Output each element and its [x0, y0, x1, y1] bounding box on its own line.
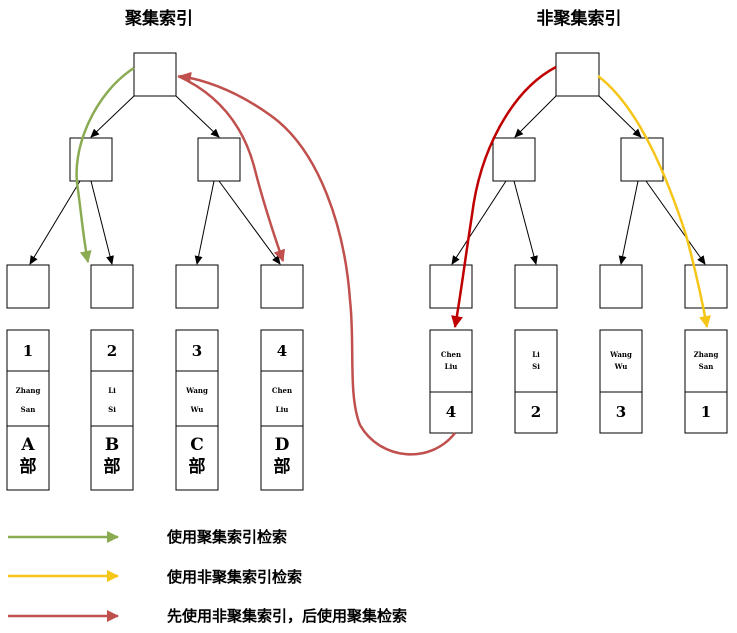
legend: 使用聚集索引检索 使用非聚集索引检索 先使用非聚集索引，后使用聚集检索 — [8, 528, 407, 625]
record-name-last: Wu — [190, 405, 204, 414]
legend-label: 使用非聚集索引检索 — [166, 568, 302, 586]
record-name-first: Chen — [272, 386, 292, 395]
nonclustered-record-box — [514, 329, 558, 434]
clustered-record-box — [260, 329, 304, 491]
record-id: 2 — [531, 403, 541, 421]
clustered-search-path — [75, 66, 135, 263]
record-name-first: Wang — [185, 386, 208, 395]
clustered-record-box — [6, 329, 50, 491]
nonclustered-record-texts: Chen Liu 4 Li Si 2 Wang Wu 3 Zhang San 1 — [441, 350, 719, 421]
record-dept-suffix: 部 — [274, 456, 291, 477]
tree-edge — [618, 180, 639, 265]
clustered-root-node — [133, 52, 177, 97]
record-name-last: Wu — [614, 362, 628, 371]
record-id: 4 — [446, 403, 456, 421]
nonclustered-leaf-node — [684, 264, 728, 309]
record-name-last: Liu — [445, 362, 458, 371]
clustered-record-box — [90, 329, 134, 491]
record-name-last: Liu — [276, 405, 289, 414]
legend-label: 使用聚集索引检索 — [166, 528, 287, 546]
record-id: 4 — [277, 342, 287, 360]
record-dept-letter: A — [20, 435, 35, 455]
tree-edge — [513, 180, 538, 265]
clustered-records — [6, 329, 304, 491]
record-id: 1 — [701, 403, 711, 421]
record-dept-suffix: 部 — [189, 456, 206, 477]
clustered-leaf-node — [175, 264, 219, 309]
record-name-first: Li — [532, 350, 540, 359]
record-dept-suffix: 部 — [20, 456, 37, 477]
nonclustered-leaf-node — [429, 264, 473, 309]
record-name-first: Wang — [609, 350, 632, 359]
clustered-record-texts: 1 Zhang San A 部 2 Li Si B 部 3 Wang Wu C … — [16, 342, 292, 477]
bookmark-lookup-path — [179, 71, 456, 456]
tree-edge — [451, 180, 507, 265]
tree-edge — [194, 180, 215, 265]
record-id: 3 — [616, 403, 626, 421]
nonclustered-records — [429, 329, 728, 434]
clustered-record-box — [175, 329, 219, 491]
nonclustered-leaf-node — [514, 264, 558, 309]
record-dept-suffix: 部 — [104, 456, 121, 477]
clustered-branch-node-right — [197, 137, 241, 182]
nonclustered-record-box — [684, 329, 728, 434]
nonclustered-tree-edges — [451, 95, 706, 265]
nonclustered-leaf-node — [599, 264, 643, 309]
tree-edge — [29, 180, 81, 265]
legend-label: 先使用非聚集索引，后使用聚集检索 — [167, 607, 407, 625]
clustered-tree-edges — [29, 95, 281, 265]
record-name-last: Si — [532, 362, 540, 371]
nonclustered-record-box — [599, 329, 643, 434]
tree-edge — [218, 180, 281, 265]
record-dept-letter: C — [190, 435, 204, 455]
tree-edge — [90, 180, 114, 265]
nonclustered-branch-node-left — [492, 137, 536, 182]
nonclustered-tree — [429, 52, 728, 309]
record-name-last: San — [699, 362, 714, 371]
record-id: 2 — [107, 342, 117, 360]
record-name-first: Zhang — [694, 350, 719, 359]
clustered-leaf-node — [260, 264, 304, 309]
record-dept-letter: D — [275, 435, 290, 455]
tree-edge — [90, 95, 135, 138]
record-name-first: Chen — [441, 350, 461, 359]
record-id: 1 — [23, 342, 33, 360]
nonclustered-index-title: 非聚集索引 — [537, 8, 622, 29]
nonclustered-record-box — [429, 329, 473, 434]
tree-edge — [175, 95, 220, 138]
record-name-first: Li — [108, 386, 116, 395]
record-name-last: Si — [108, 405, 116, 414]
record-dept-letter: B — [105, 435, 119, 455]
nonclustered-red-search-path — [451, 65, 557, 328]
record-name-first: Zhang — [16, 386, 41, 395]
clustered-leaf-node — [90, 264, 134, 309]
clustered-index-title: 聚集索引 — [124, 8, 193, 29]
clustered-leaf-node — [6, 264, 50, 309]
record-name-last: San — [21, 405, 36, 414]
tree-edge — [514, 95, 557, 138]
clustered-second-search-path — [177, 74, 286, 262]
nonclustered-search-path — [597, 75, 711, 328]
record-id: 3 — [192, 342, 202, 360]
tree-edge — [645, 180, 706, 265]
nonclustered-root-node — [555, 52, 600, 97]
tree-edge — [598, 95, 642, 138]
